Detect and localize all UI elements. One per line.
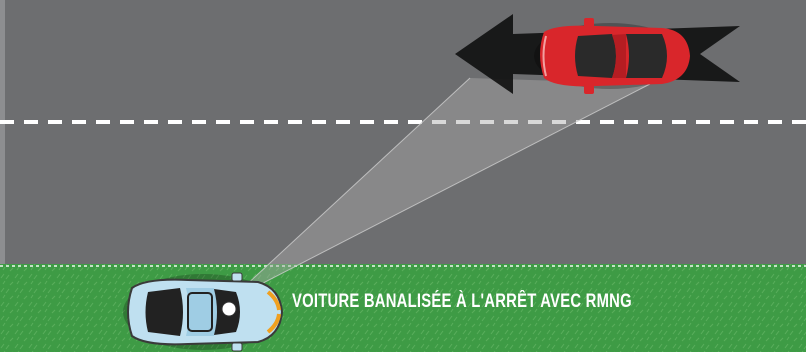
road-edge-line — [0, 0, 5, 268]
radar-device-icon — [222, 302, 236, 316]
parked-car-caption: VOITURE BANALISÉE À L'ARRÊT AVEC RMNG — [292, 291, 632, 313]
moving-car-icon — [534, 18, 690, 94]
parked-car-icon — [123, 273, 283, 351]
